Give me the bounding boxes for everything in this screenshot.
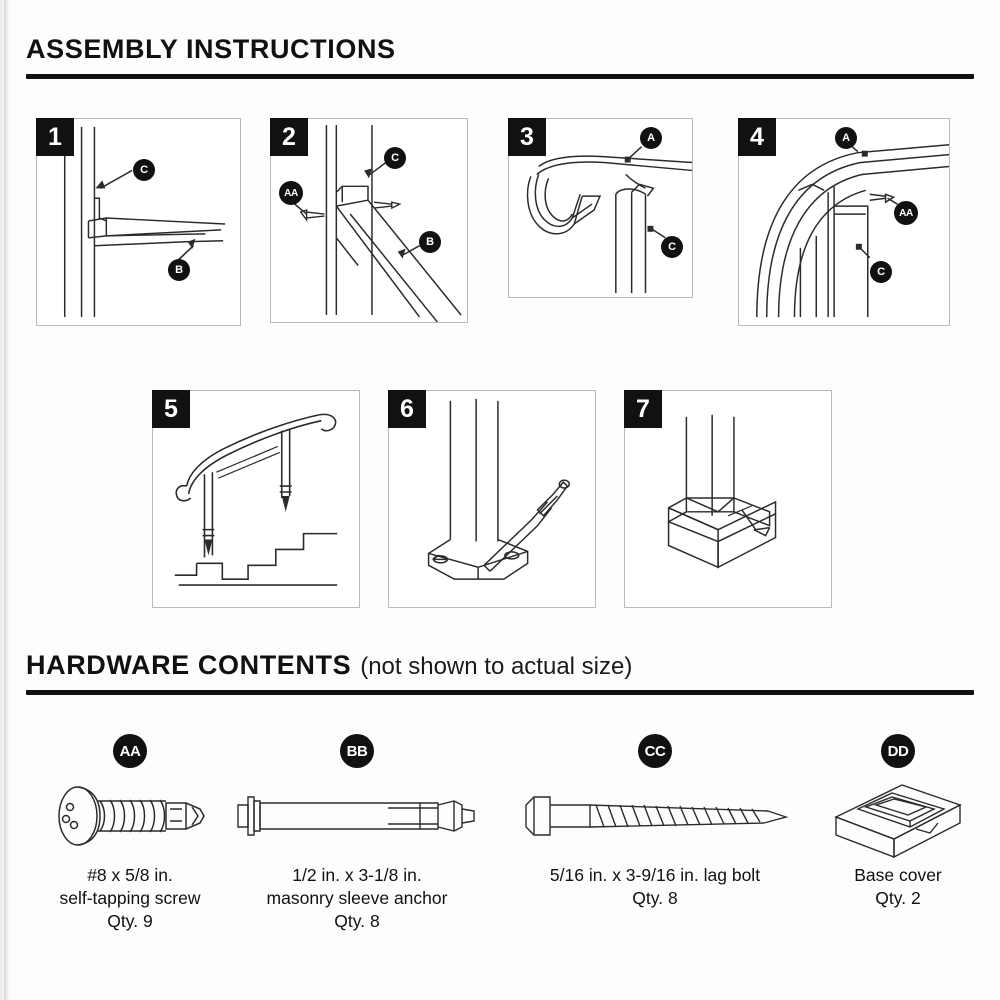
hardware-badge-bb: BB bbox=[340, 734, 374, 768]
hardware-item-aa: AA bbox=[20, 734, 240, 933]
hardware-caption-cc: 5/16 in. x 3-9/16 in. lag bolt Qty. 8 bbox=[549, 865, 761, 909]
callout-a: A bbox=[640, 127, 662, 149]
callout-c: C bbox=[133, 159, 155, 181]
callout-c: C bbox=[661, 236, 683, 258]
step-number-7: 7 bbox=[624, 390, 662, 428]
step-number-3: 3 bbox=[508, 118, 546, 156]
self-tapping-screw-icon bbox=[20, 768, 240, 864]
step-panel-6: 6 bbox=[388, 390, 596, 608]
callout-b: B bbox=[168, 259, 190, 281]
step-3-illustration bbox=[526, 146, 692, 294]
hardware-badge-dd: DD bbox=[881, 734, 915, 768]
callout-c: C bbox=[870, 261, 892, 283]
hardware-badge-aa: AA bbox=[113, 734, 147, 768]
hardware-caption-aa: #8 x 5/8 in. self-tapping screw Qty. 9 bbox=[59, 865, 201, 932]
callout-aa: AA bbox=[279, 181, 303, 205]
step-panel-5: 5 bbox=[152, 390, 360, 608]
hardware-caption-bb: 1/2 in. x 3-1/8 in. masonry sleeve ancho… bbox=[266, 865, 448, 932]
step-panel-1: 1 C B bbox=[36, 118, 241, 326]
step-2-illustration bbox=[294, 124, 462, 322]
assembly-title: ASSEMBLY INSTRUCTIONS bbox=[26, 34, 396, 64]
hardware-caption-dd: Base cover Qty. 2 bbox=[854, 865, 942, 909]
hardware-title: HARDWARE CONTENTS bbox=[26, 650, 352, 680]
callout-aa: AA bbox=[894, 201, 918, 225]
lag-bolt-icon bbox=[515, 768, 795, 864]
step-4-illustration bbox=[756, 142, 949, 318]
step-panel-2: 2 bbox=[270, 118, 468, 323]
callout-a: A bbox=[835, 127, 857, 149]
hardware-heading-rule bbox=[26, 690, 974, 695]
step-number-6: 6 bbox=[388, 390, 426, 428]
assembly-instructions-heading: ASSEMBLY INSTRUCTIONS bbox=[26, 34, 396, 65]
callout-b: B bbox=[419, 231, 441, 253]
step-1-illustration bbox=[63, 126, 226, 318]
step-6-illustration bbox=[427, 398, 570, 580]
assembly-heading-rule bbox=[26, 74, 974, 79]
hardware-note: (not shown to actual size) bbox=[360, 653, 633, 680]
callout-c: C bbox=[384, 147, 406, 169]
scan-edge-artifact bbox=[0, 0, 9, 1000]
step-panel-3: 3 A C bbox=[508, 118, 693, 298]
hardware-badge-cc: CC bbox=[638, 734, 672, 768]
hardware-item-bb: BB 1/2 in. x 3-1/8 in. masonry sleeve an… bbox=[222, 734, 492, 933]
masonry-sleeve-anchor-icon bbox=[222, 768, 492, 864]
step-number-1: 1 bbox=[36, 118, 74, 156]
step-7-illustration bbox=[667, 414, 777, 569]
step-number-2: 2 bbox=[270, 118, 308, 156]
step-number-4: 4 bbox=[738, 118, 776, 156]
step-5-illustration bbox=[174, 413, 338, 586]
hardware-contents-heading: HARDWARE CONTENTS (not shown to actual s… bbox=[26, 650, 632, 681]
hardware-item-dd: DD Base cover Qty. 2 bbox=[812, 734, 984, 910]
base-cover-icon bbox=[812, 768, 984, 864]
step-panel-7: 7 bbox=[624, 390, 832, 608]
step-panel-4: 4 A AA C bbox=[738, 118, 950, 326]
step-number-5: 5 bbox=[152, 390, 190, 428]
hardware-item-cc: CC 5/16 in. x 3-9/16 in. lag bolt Qty. 8 bbox=[515, 734, 795, 910]
